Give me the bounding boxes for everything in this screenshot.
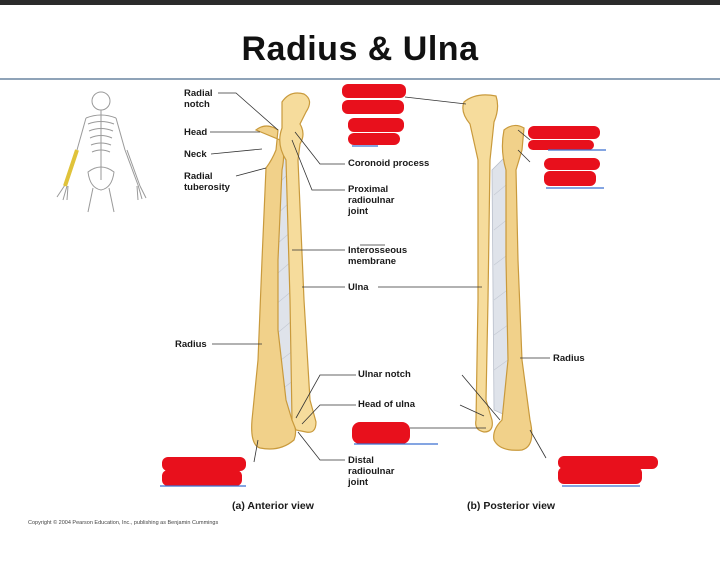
caption-posterior-view: (b) Posterior view	[467, 500, 556, 512]
ulna-anterior	[279, 92, 317, 433]
redaction-block	[162, 470, 242, 486]
ulna-posterior	[462, 94, 499, 433]
redaction-blocks	[162, 84, 658, 486]
label-distal-radioulnar-joint: Distal radioulnar joint	[348, 455, 395, 488]
label-radius-anterior: Radius	[175, 339, 207, 350]
copyright-text: Copyright © 2004 Pearson Education, Inc.…	[28, 520, 219, 526]
label-radial-tuberosity: Radial tuberosity	[184, 171, 230, 193]
redaction-block	[544, 158, 600, 170]
page-title: Radius & Ulna	[241, 30, 479, 68]
label-interosseous-membrane: Interosseous membrane	[348, 245, 408, 267]
posterior-view-bones	[462, 94, 533, 451]
radius-anterior	[251, 125, 297, 450]
label-ulnar-notch: Ulnar notch	[358, 369, 411, 380]
redaction-block	[352, 422, 410, 444]
redaction-block	[342, 84, 406, 98]
label-coronoid-process: Coronoid process	[348, 158, 430, 169]
redaction-block	[544, 171, 596, 186]
leader-lines	[210, 92, 550, 463]
answer-underlines	[160, 145, 640, 487]
title-divider	[0, 78, 720, 80]
label-proximal-radioulnar-joint: Proximal radioulnar joint	[348, 184, 395, 217]
label-radius-posterior: Radius	[553, 353, 585, 364]
redaction-block	[528, 126, 600, 139]
redaction-block	[528, 140, 594, 150]
thumbnail-forearm-highlight	[63, 149, 79, 187]
redaction-block	[558, 456, 658, 469]
caption-anterior-view: (a) Anterior view	[232, 500, 314, 512]
radius-posterior	[493, 124, 533, 451]
top-border	[0, 0, 720, 5]
label-head: Head	[184, 127, 208, 138]
skeleton-thumbnail	[56, 91, 147, 213]
label-neck: Neck	[184, 149, 207, 160]
anterior-view-bones	[251, 92, 317, 450]
redaction-block	[342, 100, 404, 114]
redaction-block	[348, 133, 400, 145]
label-ulna: Ulna	[348, 282, 369, 293]
label-head-of-ulna: Head of ulna	[358, 399, 416, 410]
redaction-block	[162, 457, 246, 471]
label-radial-notch: Radial notch	[184, 88, 213, 110]
redaction-block	[558, 467, 642, 484]
redaction-block	[348, 118, 404, 132]
